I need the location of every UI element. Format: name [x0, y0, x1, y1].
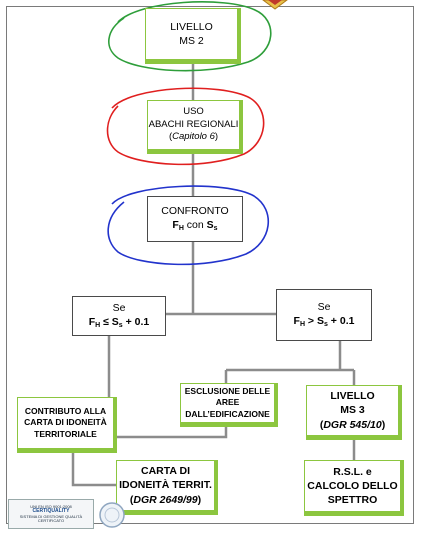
node-confronto: CONFRONTO FH con Ss	[147, 196, 243, 242]
node-esclusione-line3: DALL’EDIFICAZIONE	[185, 408, 270, 419]
cert-line1: UNI EN ISO 9001:2008	[30, 503, 72, 509]
node-rsl-line1: R.S.L. e	[333, 465, 372, 478]
annotation-circle-green	[108, 1, 272, 72]
node-contributo-line1: CONTRIBUTO ALLA	[24, 405, 107, 416]
logo-emblem	[262, 0, 288, 10]
certification-seal-icon	[99, 502, 125, 528]
node-livello-ms2-line1: LIVELLO	[170, 20, 213, 33]
connector-se-right-branches	[224, 340, 356, 386]
node-esclusione-line1: ESCLUSIONE DELLE	[184, 385, 271, 396]
connector-contributo-carta	[71, 452, 116, 487]
node-ms3-line2: MS 3	[340, 404, 365, 417]
node-uso-ref: (Capitolo 6)	[168, 131, 219, 143]
node-ms3-line1: LIVELLO	[330, 390, 375, 403]
certification-badge: UNI EN ISO 9001:2008 CERTIQUALITY SISTEM…	[8, 499, 94, 529]
node-rsl-line3: SPETTRO	[327, 494, 378, 507]
node-rsl-line2: CALCOLO DELLO	[307, 479, 398, 492]
annotation-circle-blue	[107, 185, 269, 266]
node-se-right-condition: FH > Ss + 0.1	[293, 315, 355, 329]
node-esclusione: ESCLUSIONE DELLE AREE DALL’EDIFICAZIONE	[180, 383, 278, 427]
slide-frame	[6, 6, 414, 524]
node-se-left-line1: Se	[112, 302, 126, 315]
annotation-circle-red	[106, 87, 265, 166]
node-carta-ref: (DGR 2649/99)	[129, 493, 202, 506]
node-uso-line2: ABACHI REGIONALI	[148, 118, 239, 130]
node-se-right: Se FH > Ss + 0.1	[276, 289, 372, 341]
node-contributo-line2: CARTA DI IDONEITÀ	[24, 417, 107, 428]
node-esclusione-line2: AREE	[215, 397, 240, 408]
node-livello-ms3: LIVELLO MS 3 (DGR 545/10)	[306, 385, 402, 440]
node-uso-line1: USO	[183, 105, 204, 117]
node-contributo-line3: TERRITORIALE	[34, 428, 97, 439]
node-se-left-condition: FH ≤ Ss + 0.1	[88, 316, 150, 330]
node-livello-ms2: LIVELLO MS 2	[145, 8, 241, 64]
connector-esclusione-contributo	[116, 424, 228, 439]
node-carta-line1: CARTA DI	[141, 465, 190, 478]
node-contributo: CONTRIBUTO ALLA CARTA DI IDONEITÀ TERRIT…	[17, 397, 117, 453]
node-se-left: Se FH ≤ Ss + 0.1	[72, 296, 166, 336]
node-se-right-line1: Se	[317, 301, 331, 314]
node-rsl: R.S.L. e CALCOLO DELLO SPETTRO	[304, 460, 404, 516]
node-livello-ms2-line2: MS 2	[179, 35, 204, 47]
node-uso-abachi: USO ABACHI REGIONALI (Capitolo 6)	[147, 100, 243, 154]
node-carta-line2: IDONEITÀ TERRIT.	[119, 479, 212, 492]
node-ms3-ref: (DGR 545/10)	[319, 418, 386, 431]
connector-confronto-split	[148, 240, 276, 316]
cert-line3: SISTEMA DI GESTIONE QUALITÀ CERTIFICATO	[19, 513, 83, 523]
node-carta: CARTA DI IDONEITÀ TERRIT. (DGR 2649/99)	[116, 460, 218, 515]
node-confronto-line1: CONFRONTO	[161, 205, 229, 218]
cert-line2: CERTIQUALITY	[32, 508, 70, 515]
node-confronto-line2: FH con Ss	[172, 219, 218, 233]
